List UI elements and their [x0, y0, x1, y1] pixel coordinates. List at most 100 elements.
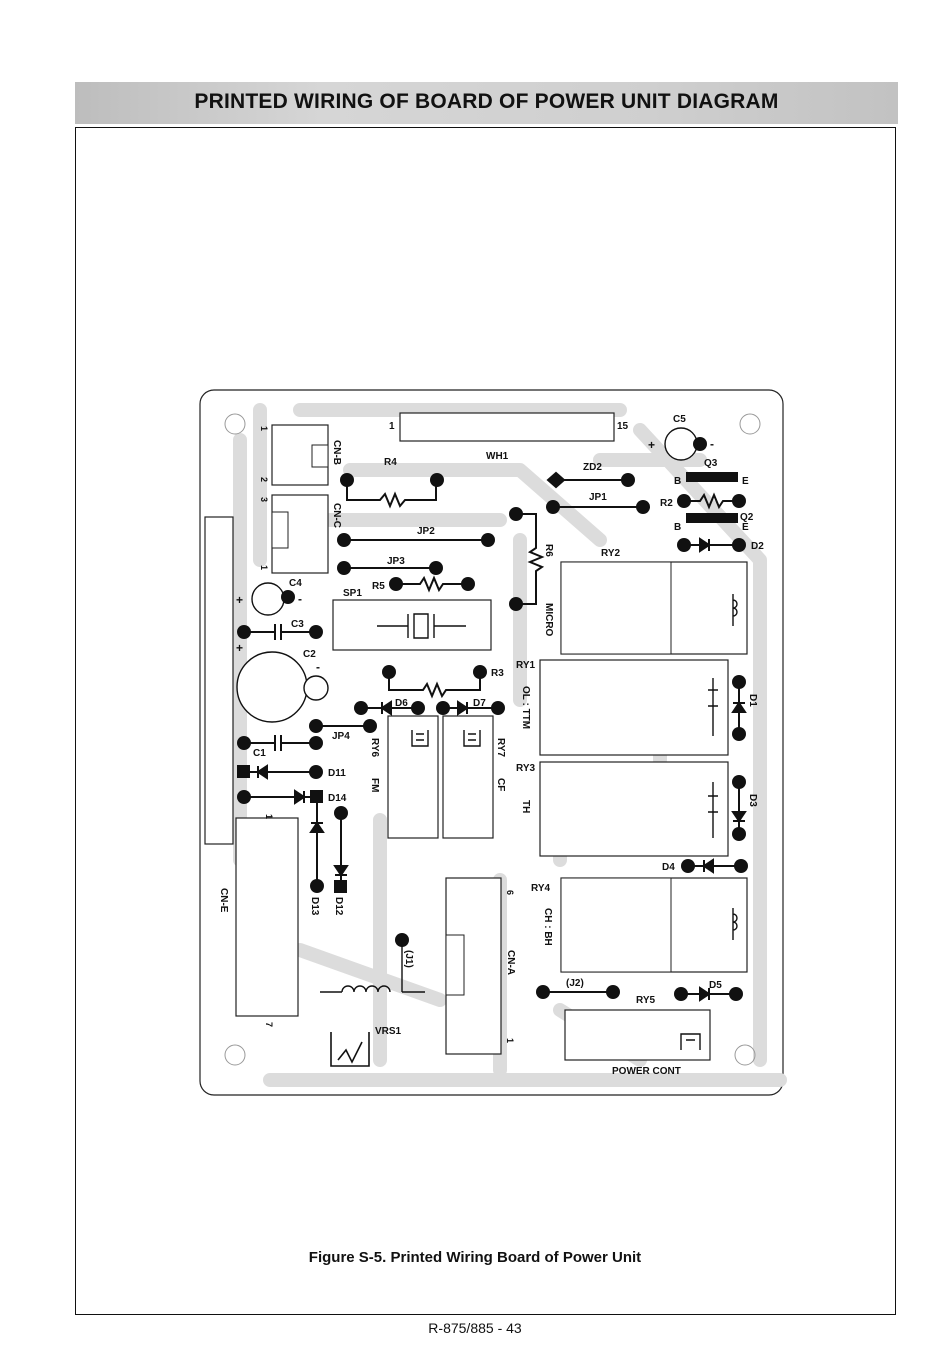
- mounting-holes: [224, 413, 761, 1066]
- d12-pad-bottom: [334, 880, 347, 893]
- r2-label: R2: [660, 498, 673, 509]
- d11-label: D11: [328, 768, 346, 779]
- r6-pad-bottom: [509, 597, 523, 611]
- q2-label: Q2: [740, 512, 754, 523]
- jp4-pad-right: [363, 719, 377, 733]
- d1-diode: [731, 682, 747, 734]
- th-label: TH: [520, 800, 531, 813]
- c4-capacitor: [251, 582, 285, 616]
- zd2-pad: [621, 473, 635, 487]
- d7-pad-left: [436, 701, 450, 715]
- ry4-label: RY4: [531, 883, 551, 894]
- wh1-pin15-label: 15: [617, 421, 629, 432]
- olttm-label: OL : TTM: [520, 686, 531, 729]
- c5-pad: [693, 437, 707, 451]
- r3-resistor: [388, 672, 481, 699]
- ry7-coil-icon: [463, 730, 481, 747]
- d12-diode: [333, 813, 349, 886]
- c4-minus: -: [298, 592, 302, 606]
- c2-pad: [303, 675, 329, 701]
- d14-label: D14: [328, 793, 347, 804]
- d13-label: D13: [309, 897, 320, 916]
- side-strip: [204, 516, 234, 845]
- jp3-pad-left: [337, 561, 351, 575]
- cna-pin6-label: 6: [505, 890, 515, 895]
- c5-minus: -: [710, 437, 714, 451]
- cnc-pin3-label: 3: [259, 497, 269, 502]
- ry4-coil-icon: [732, 908, 738, 940]
- r3-pad-right: [473, 665, 487, 679]
- c4-label: C4: [289, 578, 302, 589]
- d11-diode: [250, 764, 316, 780]
- d14-diode: [244, 789, 316, 805]
- wh1-pin1-label: 1: [389, 421, 395, 432]
- d5-diode: [681, 986, 736, 1002]
- cne-pin1-label: 1: [264, 814, 274, 819]
- cne-connector: [235, 817, 299, 1017]
- d12-label: D12: [333, 897, 344, 916]
- q3-e-label: E: [742, 476, 749, 487]
- d5-pad-left: [674, 987, 688, 1001]
- d7-pad-right: [491, 701, 505, 715]
- cnc-pin1-label: 1: [259, 565, 269, 570]
- ry6-relay: [387, 715, 439, 839]
- c5-label: C5: [673, 414, 686, 425]
- c1-pad-right: [309, 736, 323, 750]
- cne-label: CN-E: [218, 888, 229, 913]
- c2-minus: -: [316, 660, 320, 674]
- d11-pad-left: [237, 765, 250, 778]
- d4-pad-right: [734, 859, 748, 873]
- d6-diode: [361, 700, 418, 716]
- j1-label: (J1): [403, 950, 414, 968]
- powercont-label: POWER CONT: [612, 1066, 681, 1077]
- jp3-label: JP3: [387, 556, 405, 567]
- vrs1-label: VRS1: [375, 1026, 402, 1037]
- r5-resistor: [396, 575, 468, 593]
- sp1-symbol: [377, 613, 466, 639]
- r4-label: R4: [384, 457, 397, 468]
- ry6-coil-icon: [411, 730, 429, 747]
- r2-pad-left: [677, 494, 691, 508]
- ry3-coil-icon: [708, 782, 718, 838]
- c1-pad-left: [237, 736, 251, 750]
- jp1-pad-left: [546, 500, 560, 514]
- j1-coil-icon: [320, 940, 425, 993]
- chbh-label: CH : BH: [542, 908, 553, 946]
- c3-pad-left: [237, 625, 251, 639]
- d6-label: D6: [395, 698, 408, 709]
- cnb-label: CN-B: [331, 440, 342, 465]
- cnb-inner: [311, 444, 329, 468]
- c1-label: C1: [253, 748, 266, 759]
- header-bar: [75, 82, 898, 124]
- cnb-pin1-label: 1: [259, 426, 269, 431]
- j2-label: (J2): [566, 978, 584, 989]
- d3-pad-bottom: [732, 827, 746, 841]
- c3-capacitor: [244, 624, 316, 640]
- r6-pad-top: [509, 507, 523, 521]
- c1-capacitor: [244, 735, 316, 751]
- vrs1-varistor: [330, 1032, 370, 1067]
- cf-label: CF: [495, 778, 506, 791]
- ry3-relay: [539, 761, 729, 857]
- cna-pin1-label: 1: [505, 1038, 515, 1043]
- cne-pin7-label: 7: [264, 1022, 274, 1027]
- d4-diode: [688, 858, 741, 874]
- d13-diode: [309, 803, 325, 886]
- cnc-label: CN-C: [331, 503, 342, 528]
- r2-resistor: [684, 492, 739, 510]
- j2-pad-left: [536, 985, 550, 999]
- d6-pad-right: [411, 701, 425, 715]
- d1-pad-bottom: [732, 727, 746, 741]
- ry5-coil-icon: [680, 1033, 701, 1050]
- d2-diode: [684, 537, 739, 553]
- d14-pad-right: [310, 790, 323, 803]
- r3-label: R3: [491, 668, 504, 679]
- content-frame: [75, 127, 896, 1315]
- d13-pad: [310, 879, 324, 893]
- d7-label: D7: [473, 698, 486, 709]
- r4-resistor: [346, 480, 437, 509]
- r5-pad-left: [389, 577, 403, 591]
- ry2-coil-icon: [732, 594, 738, 626]
- jp2-pad-right: [481, 533, 495, 547]
- r5-pad-right: [461, 577, 475, 591]
